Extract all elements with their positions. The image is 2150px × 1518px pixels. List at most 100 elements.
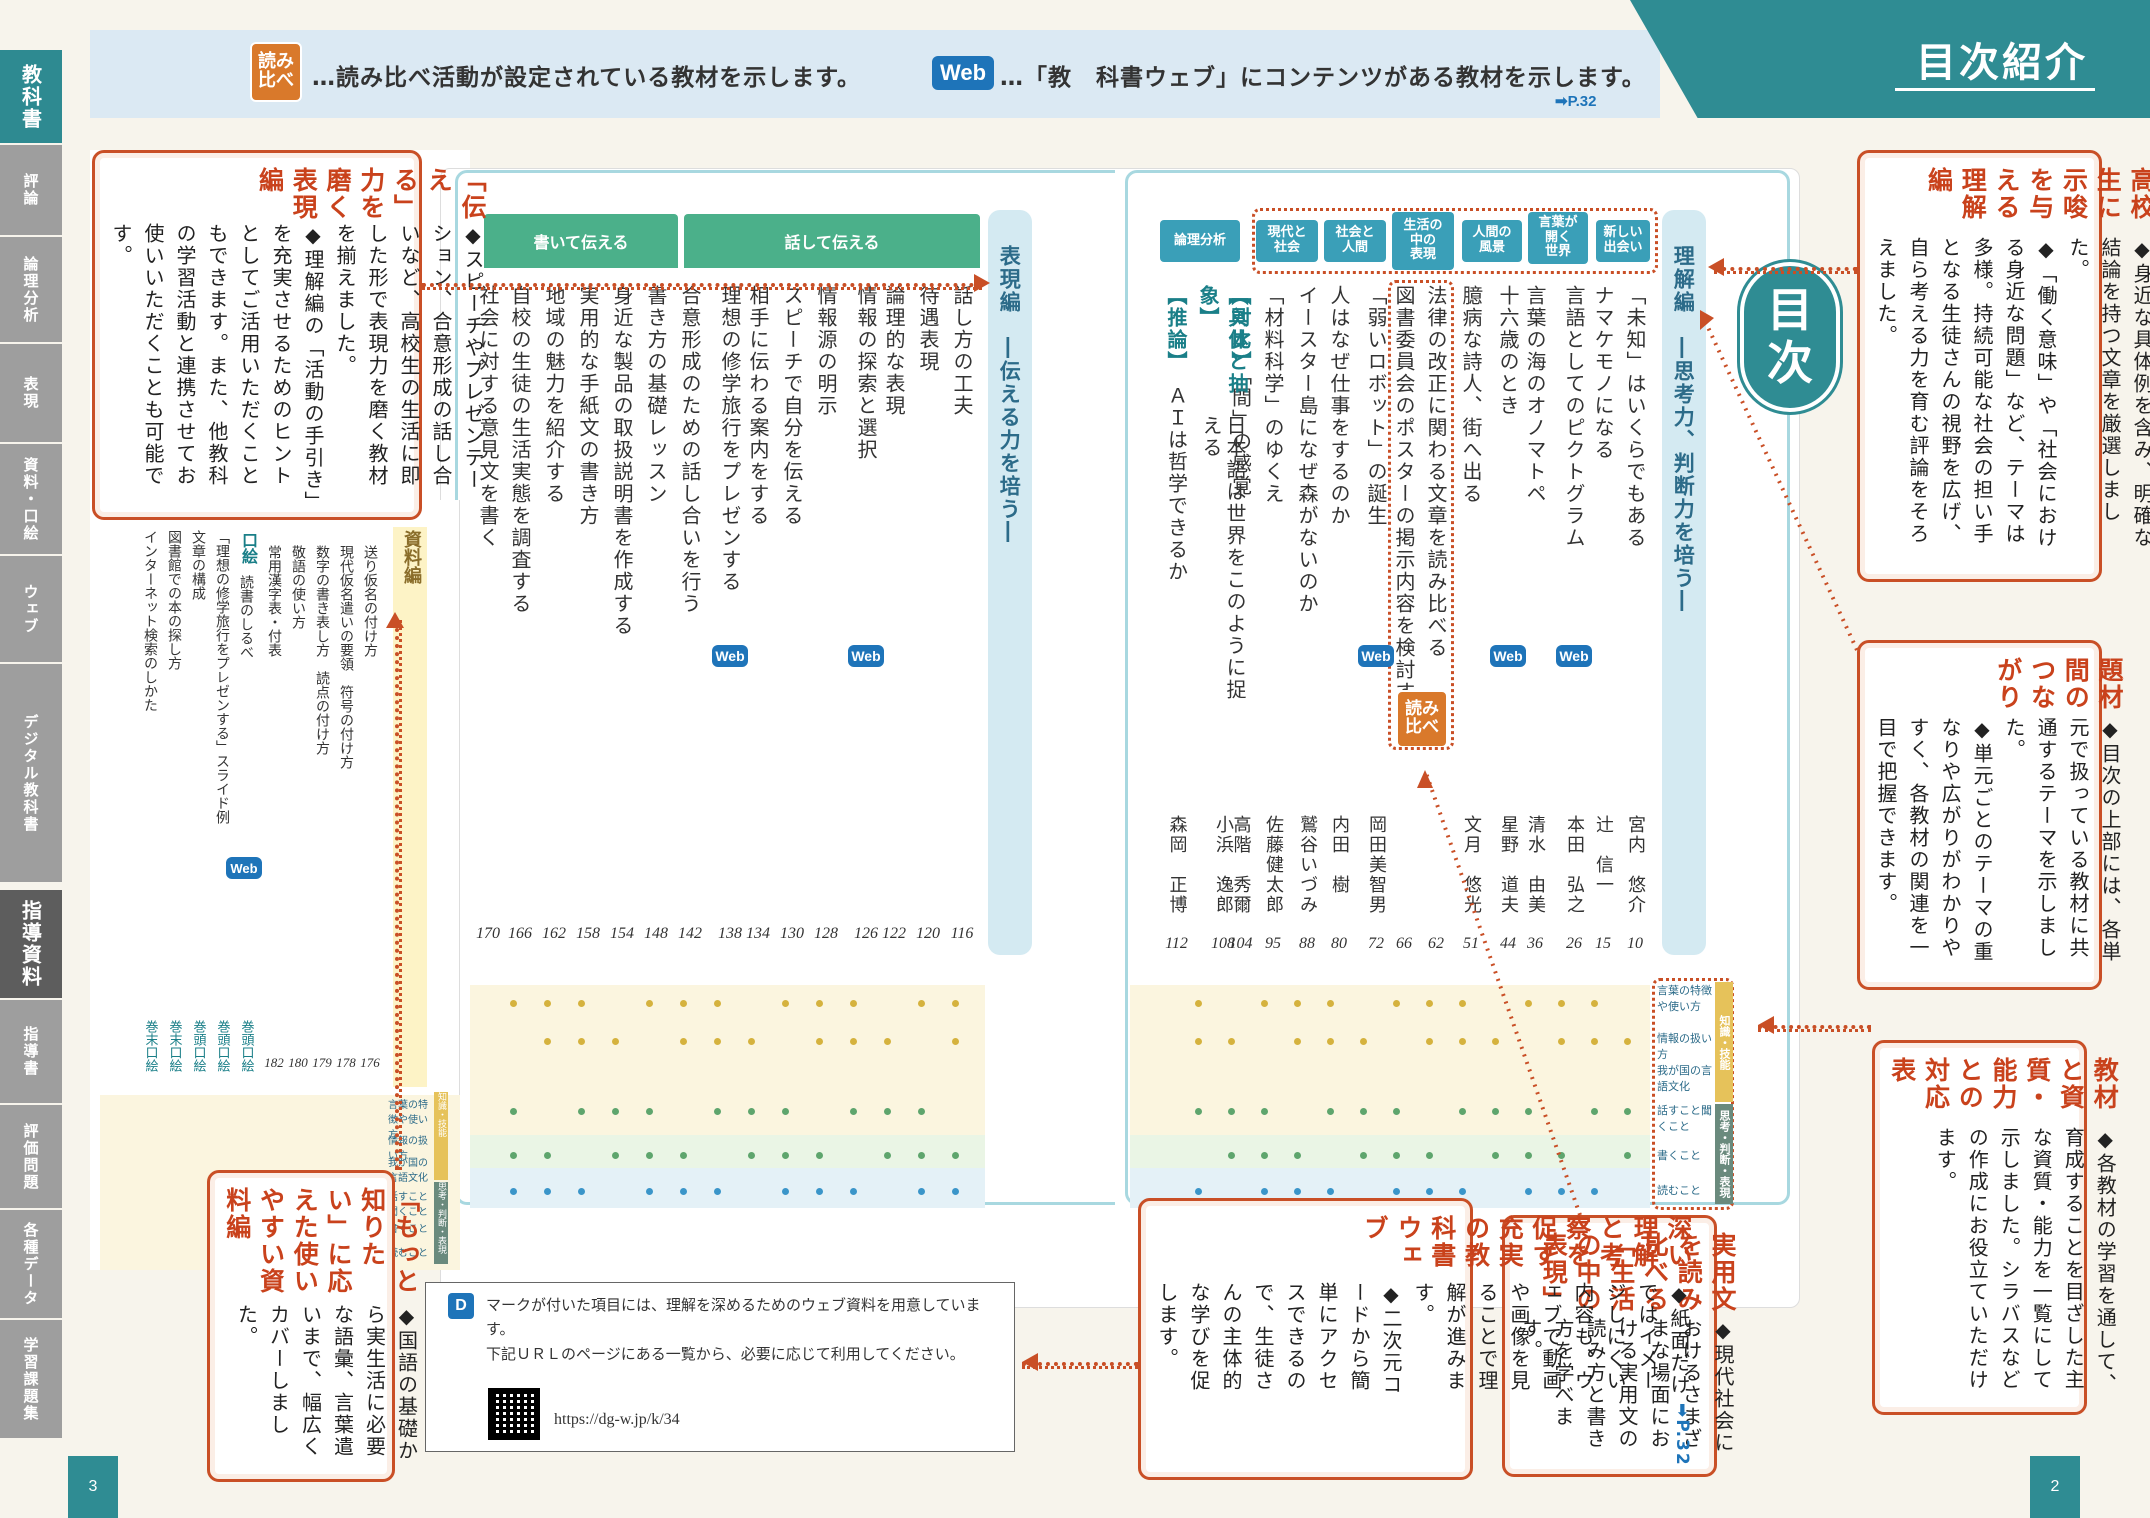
toc-row[interactable]: 文章の構成巻頭口絵 — [190, 530, 206, 1072]
ability-dot — [884, 1152, 891, 1159]
ability-dot — [816, 1038, 823, 1045]
side-tab-kadai[interactable]: 学習課題集 — [0, 1320, 62, 1440]
side-tab-shidousho[interactable]: 指導書 — [0, 1000, 62, 1105]
web-page-ref[interactable]: ➡P.32 — [1555, 93, 1597, 110]
ability-dot — [850, 1108, 857, 1115]
ability-dot — [1261, 1188, 1268, 1195]
toc-row[interactable]: ナマケモノになる 辻 信一 15 — [1591, 285, 1615, 952]
toc-row[interactable]: インターネット検索のしかた巻末口絵 — [142, 530, 158, 1072]
web-page-ref[interactable]: ➡P.32 — [1672, 1403, 1692, 1467]
ability-dot — [1558, 1188, 1565, 1195]
ability-dot — [748, 1108, 755, 1115]
web-info-url[interactable]: https://dg-w.jp/k/34 — [554, 1411, 680, 1428]
side-tab-kyoukasho[interactable]: 教科書 — [0, 50, 62, 145]
toc-row[interactable]: 言語としてのピクトグラム Web 本田 弘之 26 — [1556, 285, 1592, 965]
side-tab-web[interactable]: ウェブ — [0, 556, 62, 664]
side-tab-data[interactable]: 各種データ — [0, 1210, 62, 1320]
ability-dot — [510, 1108, 517, 1115]
ability-dot — [850, 1000, 857, 1007]
ability-dot — [918, 1152, 925, 1159]
ability-dot — [714, 1038, 721, 1045]
toc-row[interactable]: 十六歳のとき Web 星野 道夫 44 — [1490, 285, 1526, 965]
side-tab-shiryou[interactable]: 資料・口絵 — [0, 444, 62, 556]
ability-dot — [816, 1152, 823, 1159]
yomi-legend-text: …読み比べ活動が設定されている教材を示します。 — [312, 65, 862, 91]
ability-dot — [612, 1108, 619, 1115]
ability-dot — [1459, 1108, 1466, 1115]
toc-row[interactable]: 言葉の海のオノマトペ 清水 由美 36 — [1523, 285, 1547, 952]
ability-dot — [646, 1000, 653, 1007]
side-tab-hyougen[interactable]: 表現 — [0, 344, 62, 444]
toc-row[interactable]: 臆病な詩人、街へ出る 文月 悠光 51 — [1459, 285, 1483, 952]
ability-dot — [680, 1188, 687, 1195]
side-tab-digital[interactable]: デジタル教科書 — [0, 664, 62, 884]
ability-dot — [680, 1152, 687, 1159]
qr-code-icon[interactable] — [488, 1388, 540, 1440]
toc-row[interactable]: 【推論】 ＡＩは哲学できるか 森岡 正博 112 — [1164, 285, 1189, 952]
ability-dot — [578, 1188, 585, 1195]
toc-row[interactable]: 「未知」はいくらでもある 宮内 悠介 10 — [1623, 285, 1647, 952]
ability-dot — [578, 1038, 585, 1045]
callout-shiryou: 「もっと知りたい」に応えた使いやすい資料編 ◆国語の基礎から実生活に必要な語彙、… — [207, 1170, 421, 1482]
toc-row[interactable]: 図書館での本の探し方巻末口絵 — [166, 530, 182, 1072]
ability-dot — [1459, 1038, 1466, 1045]
side-tab-hyouron[interactable]: 評論 — [0, 145, 62, 237]
side-tab-ronri[interactable]: 論理分析 — [0, 237, 62, 344]
ability-dot — [1294, 1000, 1301, 1007]
ability-dot — [714, 1108, 721, 1115]
toc-row[interactable]: 【具体と抽象】 日本語は世界をこのように捉える 小浜 逸郎 108 — [1196, 285, 1249, 952]
ability-labels-shiryou: 言葉の特徴や使い方 情報の扱い方 我が国の言語文化 話すこと聞くこと 書くこと … — [388, 1092, 448, 1267]
knowledge-band-right — [1130, 985, 1650, 1135]
ability-dot — [612, 1038, 619, 1045]
toc-row[interactable]: 情報の探索と選択 Web 126 — [848, 285, 884, 965]
ability-dot — [1591, 1038, 1598, 1045]
side-tab-hyouka[interactable]: 評価問題 — [0, 1105, 62, 1210]
banner-write: 書いて伝える — [484, 214, 678, 268]
ability-dot — [1195, 1038, 1202, 1045]
ability-dot — [782, 1108, 789, 1115]
toc-row[interactable]: 「理想の修学旅行をプレゼンする」スライド例巻頭口絵 — [214, 530, 230, 1072]
connector — [1758, 1025, 1871, 1032]
toc-row[interactable]: 読書のしるべ巻頭口絵 — [238, 575, 254, 1072]
ability-dot — [1426, 1188, 1433, 1195]
toc-row[interactable]: 法律の改正に関わる文章を読み比べる 62 — [1424, 285, 1448, 952]
reading-band-left — [470, 1168, 985, 1208]
ability-dot — [782, 1152, 789, 1159]
ability-dot — [1624, 1108, 1631, 1115]
ability-dot — [1393, 1108, 1400, 1115]
toc-row[interactable]: 「弱いロボット」の誕生 Web 岡田美智男 72 — [1358, 285, 1394, 965]
toc-row[interactable]: 理想の修学旅行をプレゼンする Web 138 — [712, 285, 748, 965]
ability-dot — [1558, 1038, 1565, 1045]
ability-dot — [1327, 1108, 1334, 1115]
ability-dot — [510, 1152, 517, 1159]
ability-dot — [1624, 1038, 1631, 1045]
ability-dot — [1525, 1188, 1532, 1195]
toc-row[interactable]: イースター島になぜ森がないのか 鷲谷いづみ 88 — [1295, 285, 1319, 952]
hyougen-section-title: 表現編 ―伝える力を培う― — [997, 245, 1022, 544]
toc-row[interactable]: 図書委員会のポスターの掲示内容を検討する 66 — [1392, 285, 1416, 952]
toc-row[interactable]: 人はなぜ仕事をするのか 内田 樹 80 — [1327, 285, 1351, 952]
toc-row[interactable]: 「材料科学」のゆくえ 佐藤健太郎 95 — [1261, 285, 1285, 952]
toc-row[interactable]: 【対比】 「間」の感覚 高階 秀爾 104 — [1228, 285, 1253, 952]
side-tab-shidou-shiryou[interactable]: 指導資料 — [0, 890, 62, 1000]
ability-dot — [748, 1152, 755, 1159]
ability-dot — [952, 1000, 959, 1007]
